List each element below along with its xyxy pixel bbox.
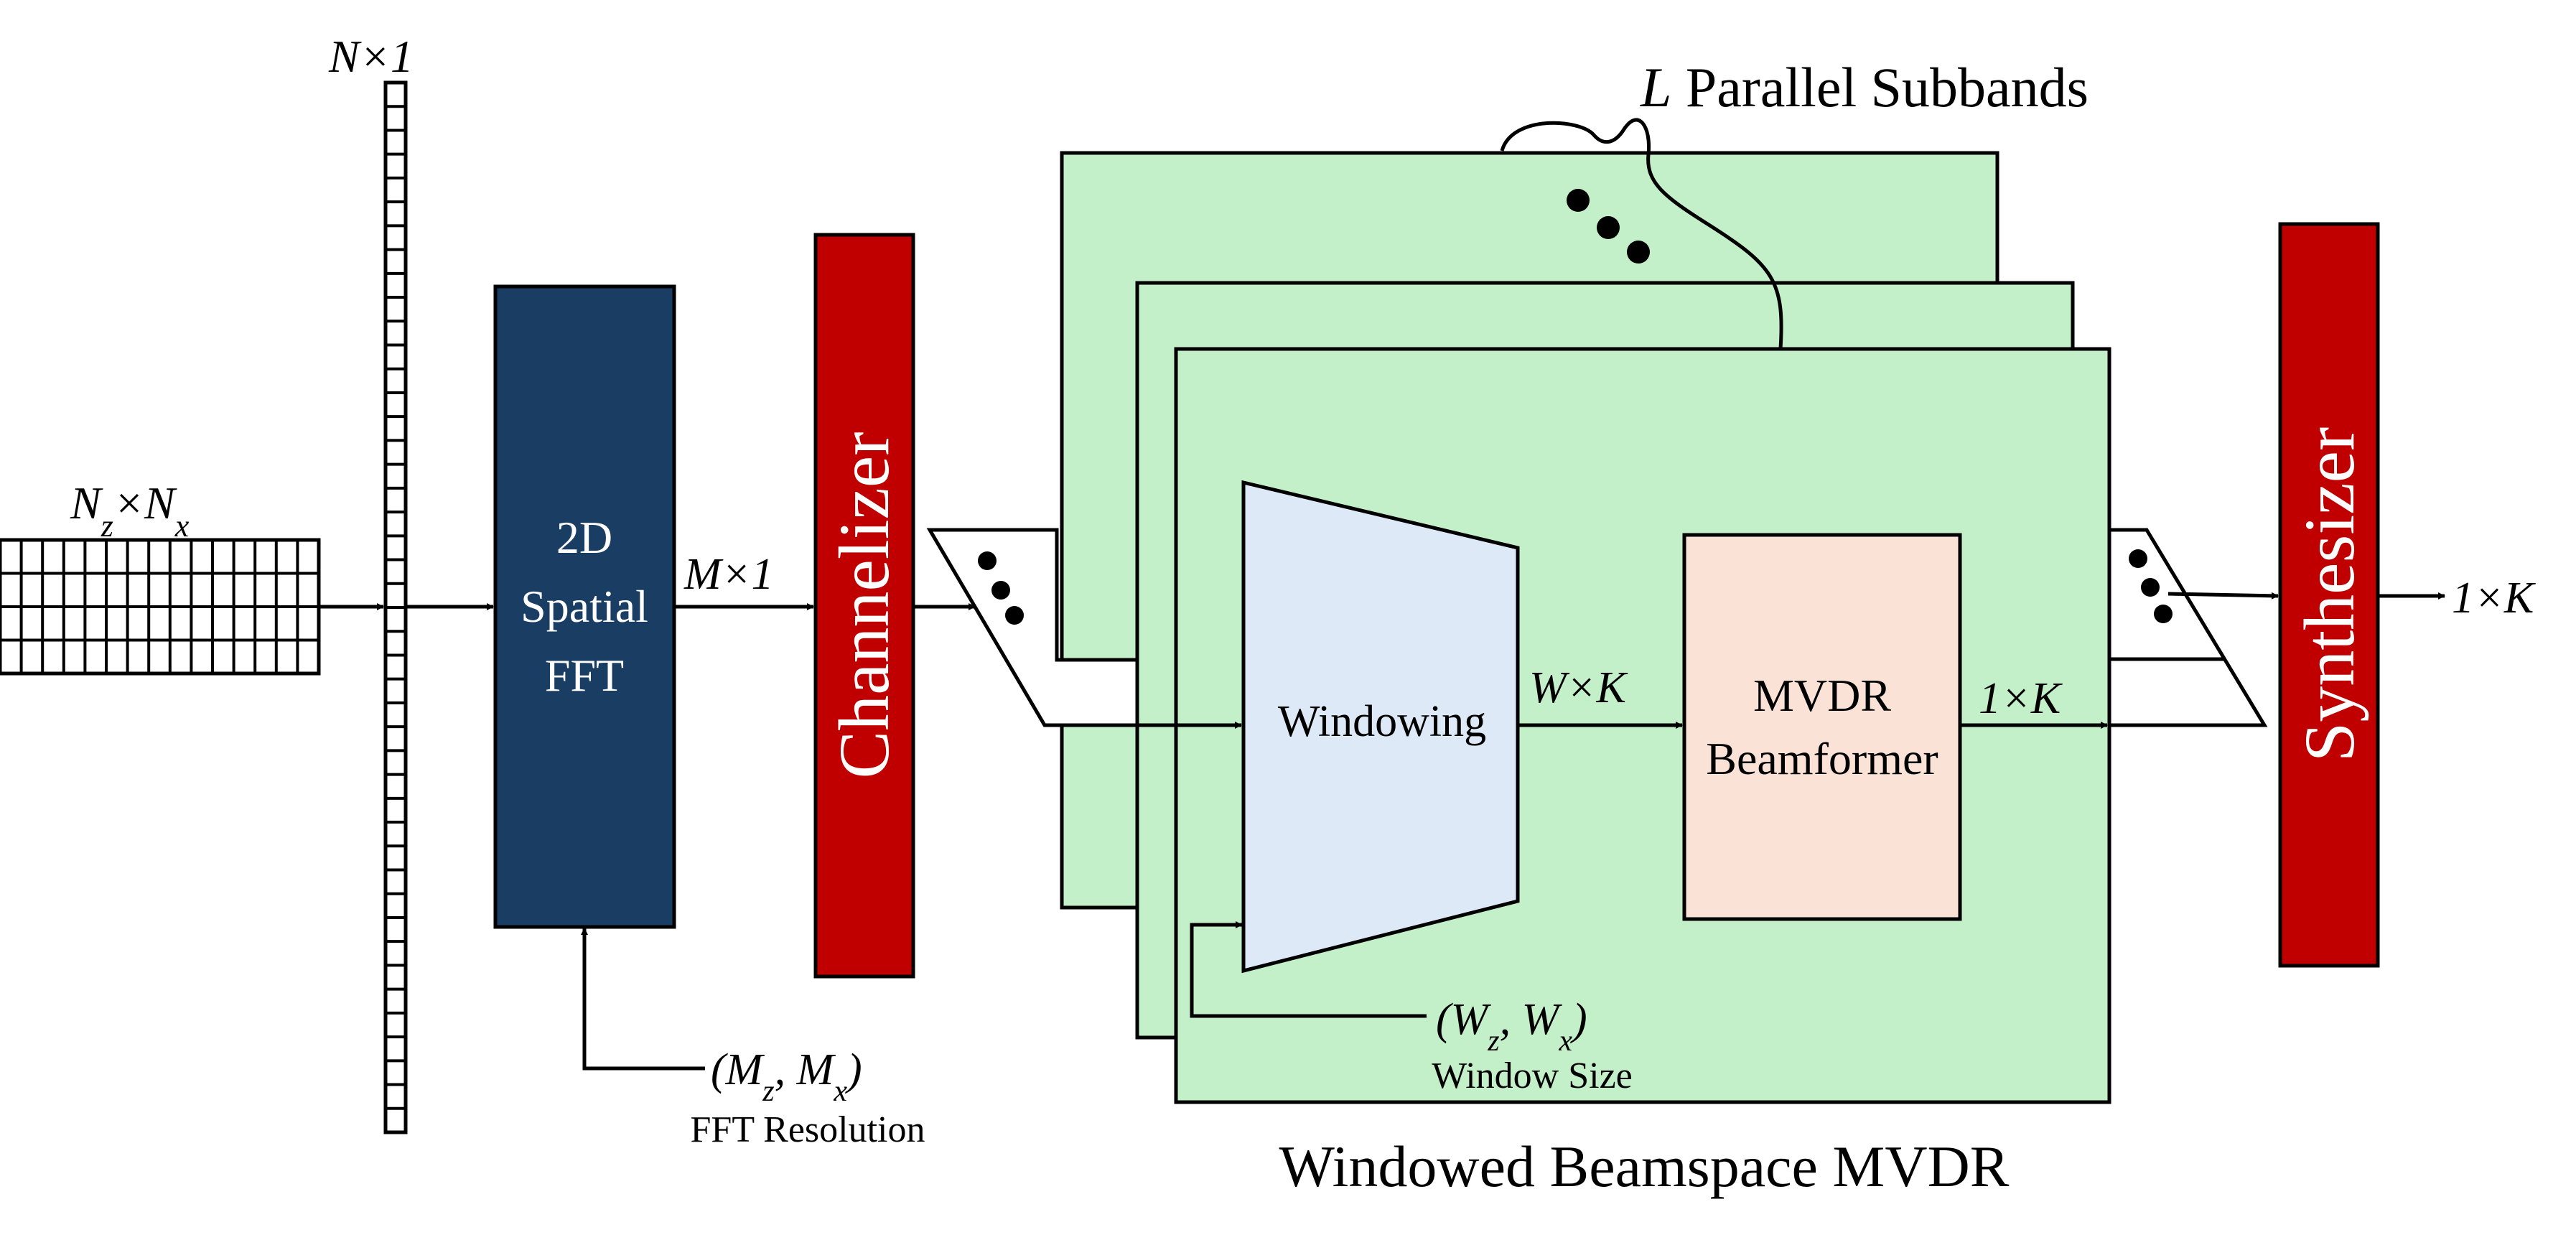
synthesizer-block [2278,222,2380,968]
fft-block [493,284,676,929]
input-sensor-grid [0,538,321,676]
subbands-label: L Parallel Subbands [1640,56,2089,118]
panel-caption: Windowed Beamspace MVDR [1279,1134,2010,1199]
fft-output-dimension-label: M×1 [683,550,773,599]
window-output-dimension-label: W×K [1529,663,1628,712]
fft-block-line2: Spatial [521,581,648,632]
input-dimension-label: Nz×Nx [70,477,190,544]
mvdr-beamformer-block [1682,533,1962,921]
subbands-brace [1500,118,1783,350]
window-size-parameter: (Wz, Wx) [1436,995,1587,1058]
window-size-caption: Window Size [1432,1055,1633,1096]
synthesizer-label: Synthesizer [2290,427,2369,763]
mvdr-output-dimension-label: 1×K [1979,674,2063,723]
channelizer-label: Channelizer [824,432,904,778]
connector-lines [320,592,2445,729]
fft-block-line3: FFT [545,650,624,701]
array-dimension-label: N×1 [328,31,414,82]
windowing-block [1241,480,1520,974]
mvdr-label-line1: MVDR [1753,670,1891,721]
subband-ellipsis-dots [1567,189,1650,264]
channelizer-block [813,233,915,979]
fft-block-line1: 2D [556,512,612,563]
demux-ellipsis-dots [978,551,1024,625]
output-dimension-label: 1×K [2452,574,2537,623]
fft-resolution-arrow [581,928,705,1071]
mux-ellipsis-dots [2129,549,2173,623]
fft-resolution-parameter: (Mz, Mx) [711,1045,862,1108]
mvdr-label-line2: Beamformer [1706,733,1938,784]
fft-resolution-caption: FFT Resolution [690,1109,925,1150]
window-size-arrow [1190,921,1427,1018]
windowing-label: Windowing [1278,697,1486,746]
mux-to-synthesizer-arrow [2167,592,2279,600]
flattened-array-vector [383,80,408,1134]
